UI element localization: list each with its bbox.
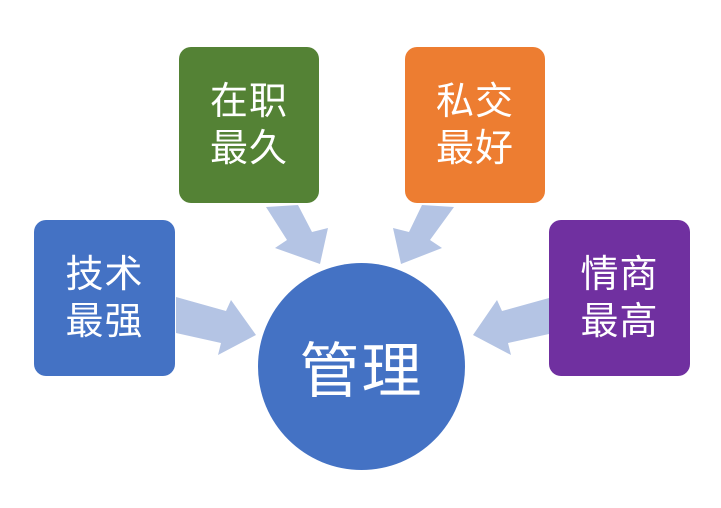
arrow-eq-to-center bbox=[473, 298, 549, 355]
center-node-management: 管理 bbox=[258, 263, 465, 470]
arrow-tech-to-center bbox=[176, 297, 256, 355]
node-eq-line2: 最高 bbox=[580, 299, 659, 343]
node-longest-tenure: 在职 最久 bbox=[179, 47, 319, 203]
node-tech-line1: 技术 bbox=[65, 251, 144, 296]
node-highest-eq: 情商 最高 bbox=[549, 220, 690, 376]
node-tech-strongest: 技术 最强 bbox=[34, 220, 175, 376]
arrow-tenure-to-center bbox=[266, 205, 328, 264]
center-node-label: 管理 bbox=[299, 337, 424, 407]
node-tenure-line1: 在职 bbox=[209, 78, 288, 123]
node-eq-line1: 情商 bbox=[580, 251, 659, 296]
node-tech-line2: 最强 bbox=[65, 299, 144, 343]
node-social-line2: 最好 bbox=[435, 126, 514, 170]
arrow-social-to-center bbox=[393, 205, 454, 264]
node-social-line1: 私交 bbox=[435, 78, 514, 123]
node-best-relations: 私交 最好 bbox=[405, 47, 545, 203]
node-tenure-line2: 最久 bbox=[209, 126, 288, 170]
